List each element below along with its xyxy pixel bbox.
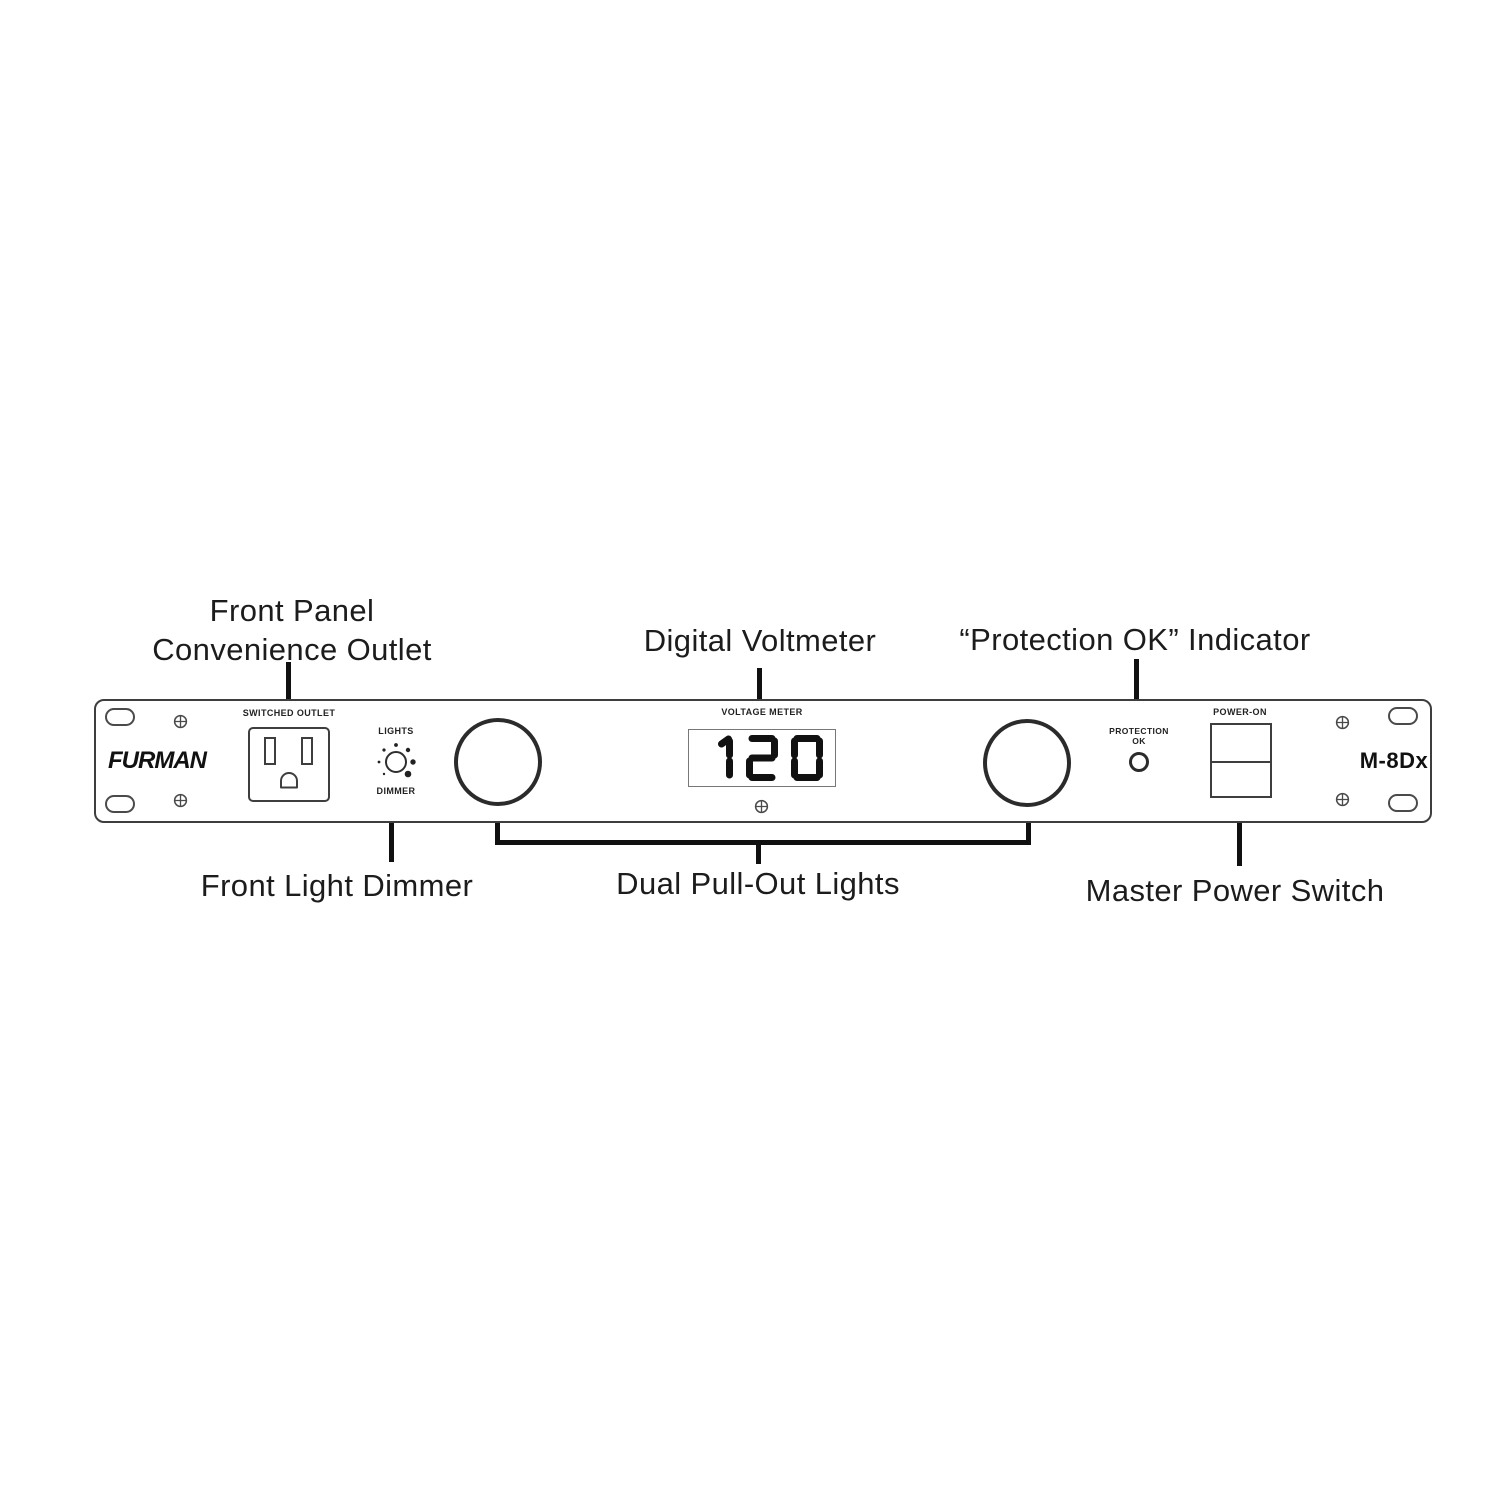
voltmeter-digits — [718, 735, 823, 781]
callout-label-front-panel-outlet: Front Panel Convenience Outlet — [92, 591, 492, 669]
callout-label-dual-pull-out-lights: Dual Pull-Out Lights — [616, 866, 900, 901]
rack-slot-bottom-left — [105, 795, 135, 813]
callout-line-dimmer — [389, 800, 394, 862]
dimmer-knob — [377, 743, 416, 778]
screw-icon — [1335, 715, 1350, 730]
protection-ok-label: PROTECTION OK — [1099, 726, 1179, 746]
callout-label-protection-ok: “Protection OK” Indicator — [959, 622, 1311, 657]
callout-line-power-switch — [1237, 802, 1242, 866]
screw-icon — [754, 799, 769, 814]
callout-line-voltmeter — [757, 668, 762, 707]
callout-label-front-light-dimmer: Front Light Dimmer — [200, 868, 474, 903]
model-label: M-8Dx — [1359, 748, 1429, 773]
callout-bracket-left — [495, 808, 500, 845]
dimmer-label: DIMMER — [376, 786, 416, 796]
callout-label-digital-voltmeter: Digital Voltmeter — [643, 623, 877, 658]
protection-ok-label-line1: PROTECTION — [1109, 726, 1169, 736]
voltage-meter-label: VOLTAGE METER — [721, 707, 803, 717]
power-on-label: POWER-ON — [1213, 707, 1267, 717]
callout-label-front-panel-outlet-line2: Convenience Outlet — [152, 632, 432, 667]
callout-label-front-panel-outlet-line1: Front Panel — [209, 593, 375, 628]
callout-bracket-horizontal — [495, 840, 1031, 845]
rack-slot-bottom-right — [1388, 794, 1418, 812]
callout-label-master-power-switch: Master Power Switch — [1085, 873, 1385, 908]
outlet-ground-icon — [280, 772, 298, 789]
callout-bracket-tick — [756, 845, 761, 864]
outlet-slot-right — [301, 737, 313, 765]
pull-out-light-left — [454, 718, 542, 806]
callout-line-outlet — [286, 662, 291, 709]
voltmeter-display — [688, 729, 836, 787]
protection-ok-label-line2: OK — [1132, 736, 1146, 746]
screw-icon — [173, 714, 188, 729]
switched-outlet-label: SWITCHED OUTLET — [242, 708, 336, 718]
callout-bracket-right — [1026, 808, 1031, 845]
outlet-slot-left — [264, 737, 276, 765]
pull-out-light-right — [983, 719, 1071, 807]
rack-slot-top-left — [105, 708, 135, 726]
protection-ok-led — [1129, 752, 1149, 772]
power-switch-divider — [1212, 761, 1270, 763]
rack-panel: FURMAN SWITCHED OUTLET LIGHTS DIMMER — [94, 699, 1432, 823]
brand-logo: FURMAN — [108, 747, 207, 774]
power-outlet — [248, 727, 330, 802]
callout-line-protection — [1134, 659, 1139, 716]
power-switch — [1210, 723, 1272, 798]
rack-slot-top-right — [1388, 707, 1418, 725]
screw-icon — [173, 793, 188, 808]
screw-icon — [1335, 792, 1350, 807]
lights-label: LIGHTS — [378, 726, 414, 736]
